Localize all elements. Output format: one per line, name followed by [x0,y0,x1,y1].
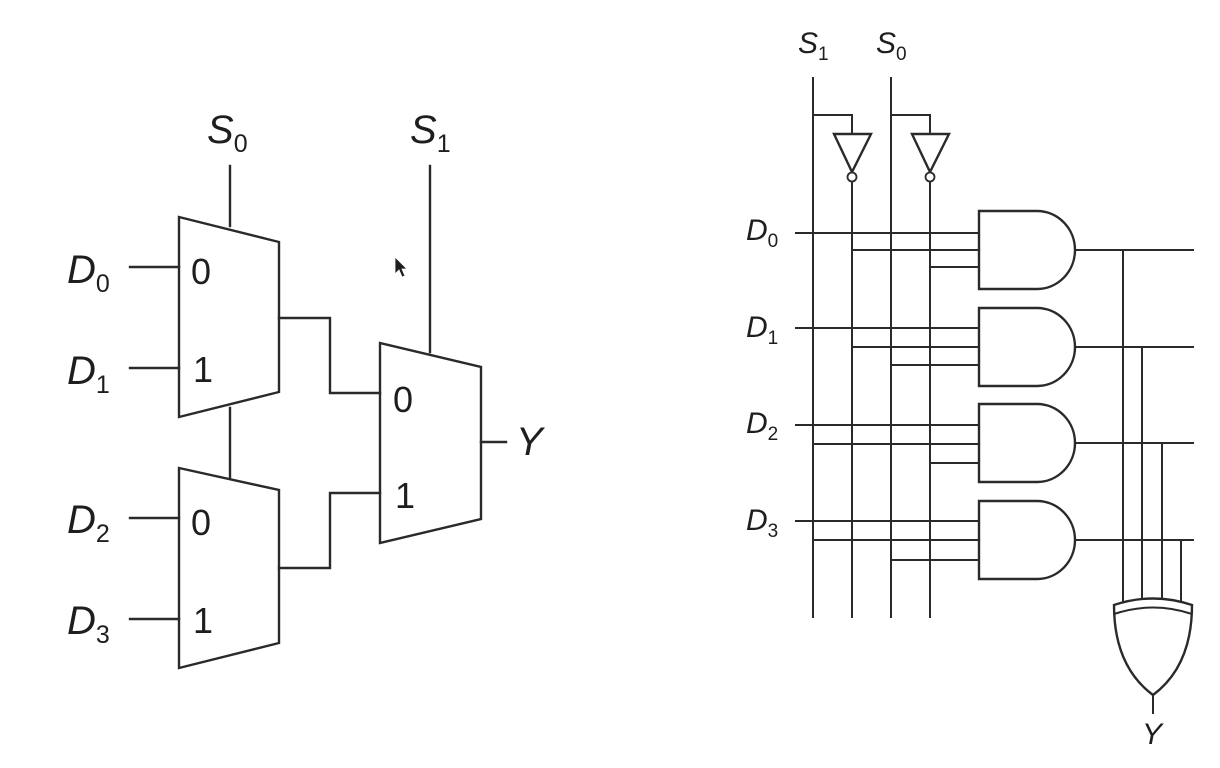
or-gate-icon [1112,597,1194,697]
gate-input-d2: D2 [746,407,778,445]
mux-tree-input-d1: D1 [67,349,110,399]
mux-final-port-0: 0 [393,379,413,420]
or-gate-back-curve [1113,606,1193,615]
s1-inverter-bubble [846,171,858,183]
gate-input-d3: D3 [746,504,778,542]
mouse-pointer-icon [394,256,408,278]
mux-lower-port-1: 1 [193,600,213,641]
mux-tree-select-s0: S0 [207,108,248,158]
mux-tree-output-y: Y [516,420,546,464]
and-gate-2-icon [977,402,1077,484]
s0-inverter-icon [910,132,951,175]
mux-final-body [378,341,483,545]
and-gate-0-icon [977,209,1077,291]
mux-tree-diagram: S0 S1 D0 D1 D2 D3 0 1 0 1 0 1 Y [67,108,546,670]
gate-select-s1: S1 [798,27,829,65]
mux-tree-input-d0: D0 [67,248,110,298]
gate-select-s0: S0 [876,27,907,65]
gate-input-d1: D1 [746,311,778,349]
lower-mux-to-final-wire [277,491,382,570]
mux-upper-port-0: 0 [191,251,211,292]
gate-output-y: Y [1142,718,1164,751]
mux-upper-body [177,215,281,419]
mux-tree-input-d2: D2 [67,498,110,548]
gate-input-d0: D0 [746,214,778,252]
upper-mux-to-final-wire [277,316,382,395]
and-gate-3-icon [977,499,1077,581]
gate-level-diagram: S1 S0 D0 D1 D2 D3 [746,27,1194,751]
mux-tree-select-s1: S1 [410,108,451,158]
mux-lower-port-0: 0 [191,502,211,543]
s1-inverter-tap [813,114,853,134]
s0-inverter-bubble [924,171,936,183]
mux-lower-body [177,466,281,670]
mux-tree-input-d3: D3 [67,599,110,649]
s1-inverter-icon [832,132,873,175]
s0-inverter-tap [891,114,931,134]
mux-final-port-1: 1 [395,475,415,516]
mux-upper-port-1: 1 [193,349,213,390]
and-gate-1-icon [977,306,1077,388]
